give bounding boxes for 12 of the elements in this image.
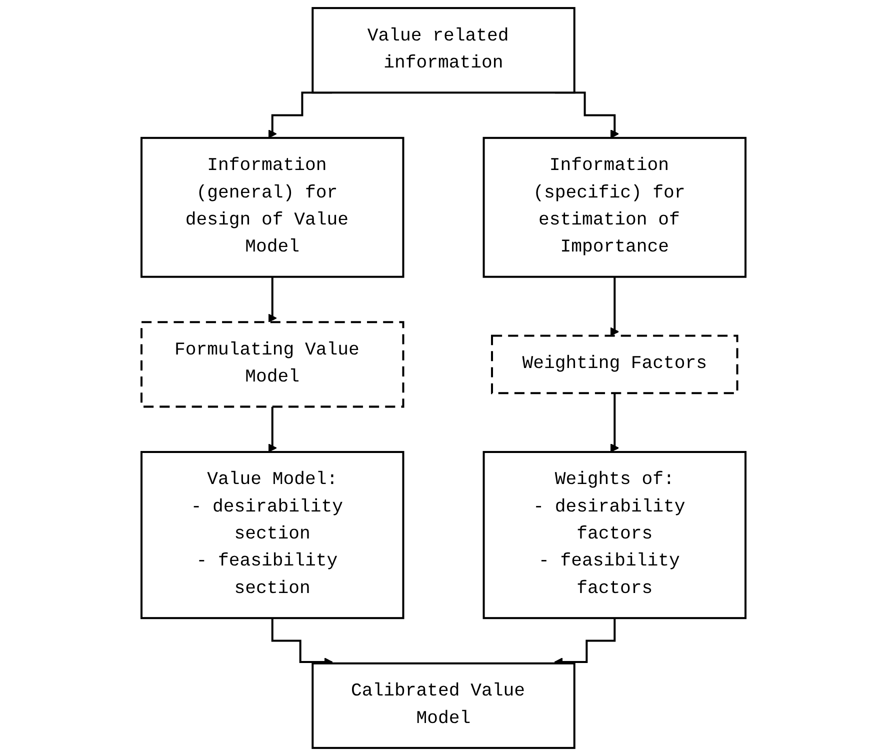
node-box: Weights of: - desirability factors - feasibility factors	[482, 450, 746, 620]
node-box: Information (general) for design of Value Model	[140, 136, 404, 278]
node-box: Calibrated Value Model	[312, 662, 576, 749]
arrow	[268, 276, 277, 323]
node-box: Formulating Value Model	[140, 321, 404, 408]
arrow	[268, 406, 277, 452]
node-box: Information (specific) for estimation of Importance	[482, 136, 746, 278]
node-box: Value Model: - desirability section - feasibility section	[140, 450, 404, 620]
arrow	[610, 392, 620, 452]
node-box: Weighting Factors	[491, 334, 738, 394]
node-box: Value related information	[312, 7, 576, 94]
arrow	[610, 276, 620, 336]
